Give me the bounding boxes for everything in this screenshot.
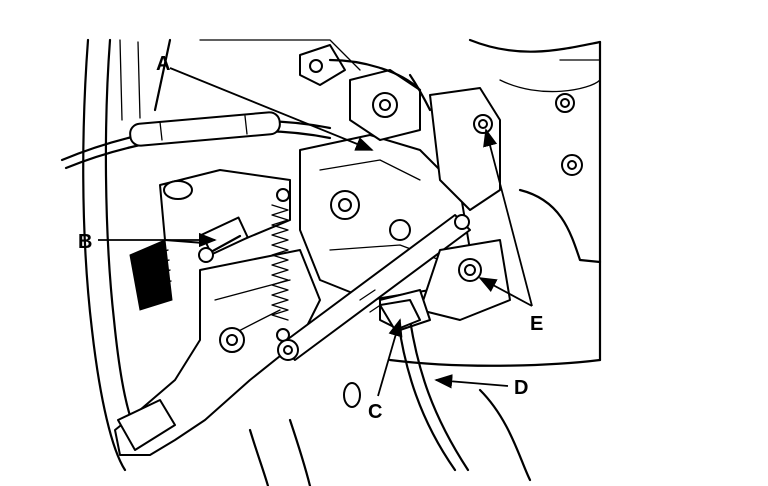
leader-e-1	[483, 128, 533, 307]
return-spring	[271, 188, 290, 342]
leader-d	[434, 374, 509, 389]
callout-c: C	[368, 401, 382, 423]
bolt-upper	[473, 114, 493, 134]
callout-b: B	[78, 231, 92, 253]
leader-c	[377, 318, 403, 397]
callout-a: A	[156, 53, 170, 75]
brake-cable-upper	[60, 111, 332, 170]
callout-labels: A B C D E	[78, 53, 543, 423]
panel-holes	[163, 180, 361, 408]
callout-leaders	[98, 67, 533, 397]
body-panel-outline	[82, 38, 602, 486]
leader-e-2	[478, 277, 533, 307]
callout-d: D	[514, 377, 528, 399]
cable-actuator-rod	[277, 214, 471, 361]
leader-a	[169, 67, 374, 151]
callout-e: E	[530, 313, 543, 335]
brake-pedal-arm	[114, 249, 321, 456]
brake-cable-lower	[379, 299, 470, 472]
bolt-lower	[458, 258, 482, 282]
bolt-right-mid	[561, 154, 583, 176]
bolt-right-top	[555, 93, 575, 113]
